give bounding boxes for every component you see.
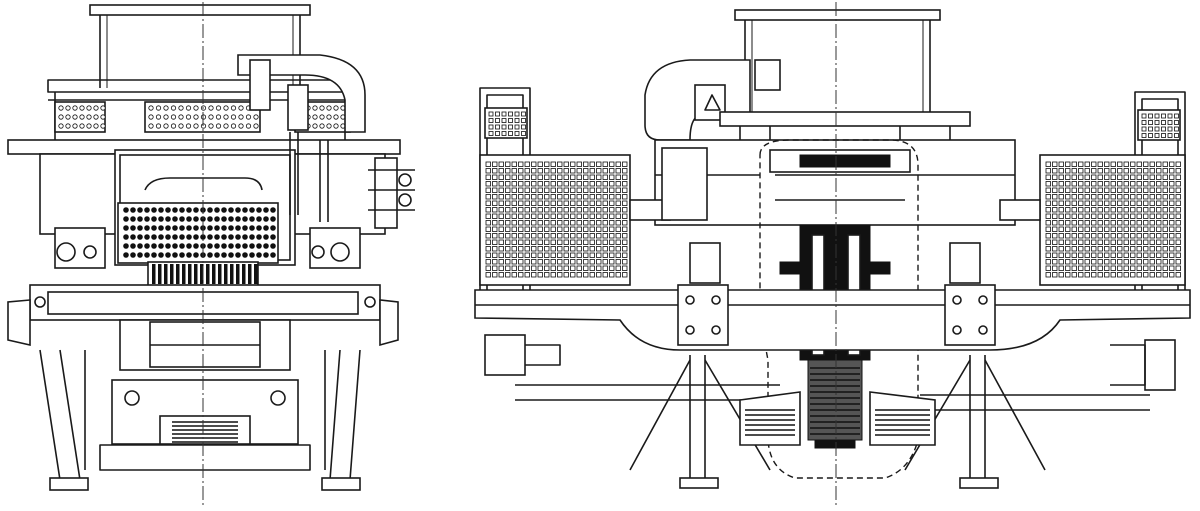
front-vertical-pipe [289, 132, 329, 222]
front-feed-hopper [89, 4, 311, 88]
front-lower-casing [119, 319, 291, 371]
side-perforated-panel-left [479, 154, 631, 286]
front-bearing-block-right [309, 227, 361, 269]
side-rotor-section [759, 139, 919, 479]
front-perforated-panel-left [54, 101, 106, 133]
side-belt-guard [739, 391, 936, 446]
front-elevation-view [7, 2, 415, 505]
front-feed-elbow [237, 54, 366, 133]
side-feed-elbow [644, 59, 751, 141]
side-under-frame [515, 355, 1150, 489]
side-bearing-plate-right [944, 242, 996, 346]
front-side-valve [368, 157, 415, 229]
side-top-cover [719, 111, 971, 140]
front-bearing-block-left [54, 227, 106, 269]
front-support-legs [39, 349, 361, 491]
side-feed-hopper [734, 9, 941, 120]
side-section-view [474, 2, 1191, 505]
side-handrail-right [1134, 91, 1186, 290]
side-bearing-plate-left [677, 242, 729, 346]
side-perforated-panel-right [1039, 154, 1186, 286]
side-main-beam [474, 289, 1191, 351]
side-motor-right [1110, 339, 1176, 391]
front-main-beam [7, 284, 399, 347]
front-access-door [117, 202, 279, 264]
side-motor-left [484, 334, 561, 376]
front-spring-base [99, 379, 311, 471]
